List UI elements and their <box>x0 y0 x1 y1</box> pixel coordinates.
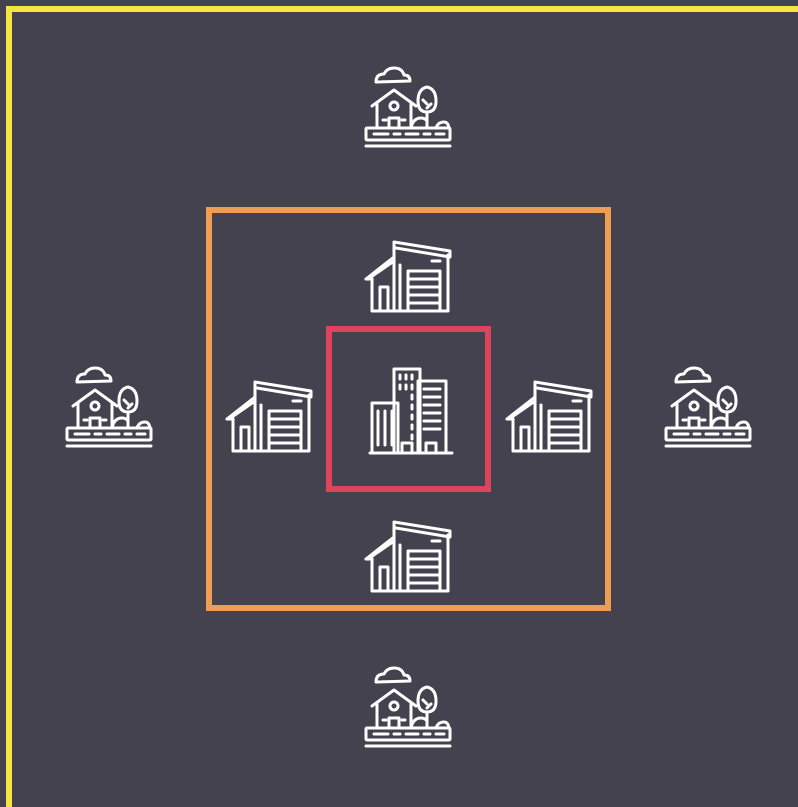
warehouse-icon-right <box>505 367 595 455</box>
house-with-tree-icon-left <box>65 366 153 454</box>
house-with-tree-icon-top <box>364 66 452 154</box>
inner-zone-frame <box>326 326 491 492</box>
house-with-tree-icon-bottom <box>364 666 452 754</box>
warehouse-icon-bottom <box>364 507 454 595</box>
house-with-tree-icon-right <box>664 366 752 454</box>
middle-zone-frame <box>206 207 611 611</box>
warehouse-icon-left <box>225 367 315 455</box>
warehouse-icon-top <box>364 227 454 315</box>
office-building-icon <box>364 365 454 455</box>
